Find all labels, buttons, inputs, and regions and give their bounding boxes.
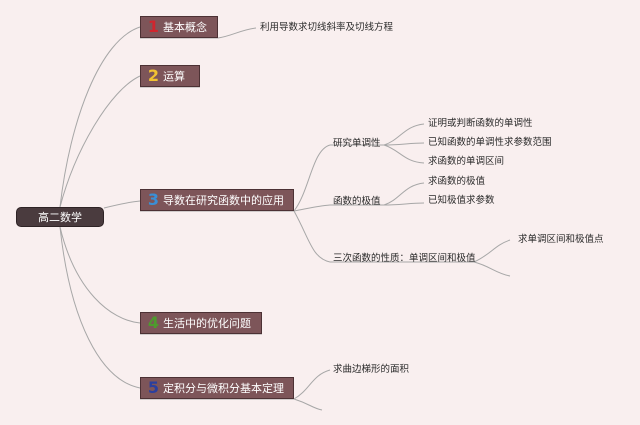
leaf-intervals-extreme-points[interactable]: 求单调区间和极值点 bbox=[518, 234, 604, 245]
node-extrema[interactable]: 函数的极值 bbox=[333, 196, 381, 207]
branch-number: 3 bbox=[147, 190, 160, 209]
branch-number: 1 bbox=[147, 17, 160, 36]
branch-label: 导数在研究函数中的应用 bbox=[163, 194, 284, 207]
node-monotonicity[interactable]: 研究单调性 bbox=[333, 138, 381, 149]
leaf-prove-monotonicity[interactable]: 证明或判断函数的单调性 bbox=[428, 118, 533, 129]
leaf-find-extrema[interactable]: 求函数的极值 bbox=[428, 176, 486, 187]
leaf-monotonic-interval[interactable]: 求函数的单调区间 bbox=[428, 156, 505, 167]
branch-label: 运算 bbox=[163, 70, 185, 83]
root-node[interactable]: 高二数学 bbox=[16, 207, 104, 227]
node-cubic-properties[interactable]: 三次函数的性质：单调区间和极值 bbox=[333, 253, 476, 264]
leaf-tangent-slope[interactable]: 利用导数求切线斜率及切线方程 bbox=[260, 22, 394, 33]
branch-label: 定积分与微积分基本定理 bbox=[163, 382, 284, 395]
leaf-curved-trapezoid-area[interactable]: 求曲边梯形的面积 bbox=[333, 364, 410, 375]
branch-number: 5 bbox=[147, 378, 160, 397]
branch-number: 4 bbox=[147, 313, 160, 332]
branch-number: 2 bbox=[147, 66, 160, 85]
leaf-extrema-parameter[interactable]: 已知极值求参数 bbox=[428, 195, 495, 206]
branch-label: 基本概念 bbox=[163, 21, 207, 34]
leaf-parameter-range[interactable]: 已知函数的单调性求参数范围 bbox=[428, 137, 552, 148]
branch-label: 生活中的优化问题 bbox=[163, 317, 251, 330]
